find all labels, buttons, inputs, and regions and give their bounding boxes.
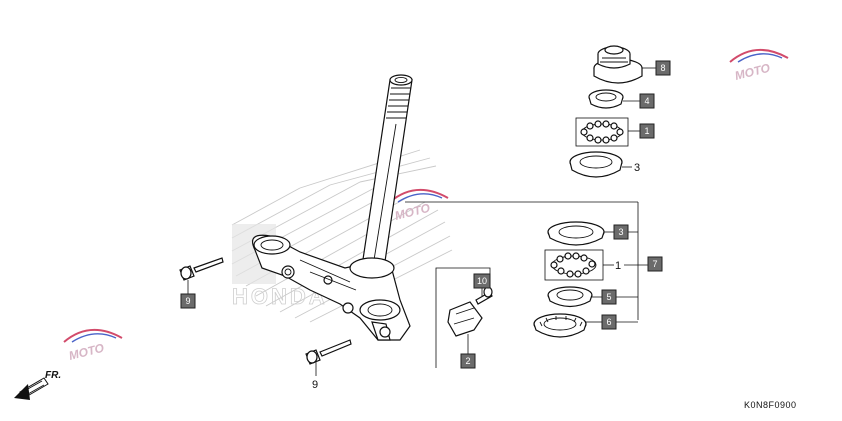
diagram-code: K0N8F0900: [744, 400, 797, 410]
svg-text:8: 8: [660, 63, 665, 73]
cable-guide-bolt[interactable]: [475, 286, 493, 305]
steering-stem[interactable]: [251, 74, 413, 341]
upper-outer-race[interactable]: [569, 151, 623, 178]
watermark-top-right: MOTO: [729, 48, 789, 83]
upper-inner-race[interactable]: [588, 89, 624, 109]
lower-ball-bearing[interactable]: [544, 249, 604, 281]
callout-10: 10: [473, 273, 491, 289]
lower-outer-race[interactable]: [547, 221, 605, 246]
svg-text:MOTO: MOTO: [393, 201, 432, 223]
svg-text:7: 7: [652, 259, 657, 269]
svg-text:6: 6: [606, 317, 611, 327]
callout-4: 4: [639, 93, 655, 109]
callout-1-lower: 1: [615, 260, 621, 272]
cable-guide[interactable]: [447, 301, 483, 337]
callout-2: 2: [460, 353, 476, 369]
callout-9-upper: 9: [180, 293, 196, 309]
bolt-lower[interactable]: [305, 339, 352, 365]
svg-text:3: 3: [618, 227, 623, 237]
watermark-center: MOTO: [389, 188, 449, 223]
dust-seal[interactable]: [533, 313, 587, 338]
svg-text:10: 10: [477, 276, 487, 286]
bolt-upper[interactable]: [179, 257, 224, 281]
callout-5: 5: [601, 289, 617, 305]
callout-3-lower: 3: [613, 224, 629, 240]
svg-text:5: 5: [606, 292, 611, 302]
callout-3-upper: 3: [634, 162, 640, 174]
callout-9-lower: 9: [312, 379, 318, 391]
adjusting-nut[interactable]: [593, 45, 643, 84]
watermark-bottom-left: MOTO: [63, 328, 123, 363]
svg-text:2: 2: [465, 356, 470, 366]
front-direction-arrow: [14, 377, 49, 400]
callout-6: 6: [601, 314, 617, 330]
callout-7: 7: [647, 256, 663, 272]
svg-text:9: 9: [185, 296, 190, 306]
callout-8: 8: [655, 60, 671, 76]
callout-1-upper: 1: [639, 123, 655, 139]
svg-text:1: 1: [644, 126, 649, 136]
upper-ball-bearing[interactable]: [575, 117, 629, 147]
svg-text:MOTO: MOTO: [733, 61, 772, 83]
svg-text:4: 4: [644, 96, 649, 106]
svg-text:MOTO: MOTO: [67, 341, 106, 363]
front-direction-label: FR.: [45, 370, 62, 381]
lower-inner-race[interactable]: [547, 286, 593, 308]
